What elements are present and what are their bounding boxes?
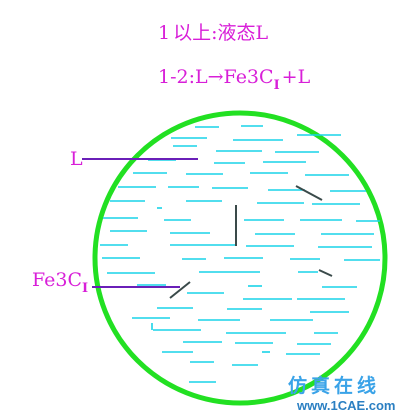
- label-fe3c-main: Fe3C: [32, 269, 82, 291]
- label-liquid: L: [70, 148, 83, 170]
- fe3c-crystal: [295, 185, 323, 201]
- fe3c-crystal: [169, 281, 191, 299]
- fe3c-crystals: [169, 185, 333, 299]
- title-line-1-text: 以上:液态L: [173, 22, 268, 44]
- watermark-chinese: 仿真在线: [288, 374, 380, 397]
- liquid-phase-lines: [100, 125, 380, 383]
- title-line-2-phase: Fe3C: [224, 66, 274, 88]
- label-fe3c: Fe3CI: [32, 269, 88, 296]
- title-line-2: 1-2:L→Fe3CI+L: [158, 66, 311, 93]
- grain-boundary-circle: [92, 110, 388, 406]
- arrow-icon: →: [208, 66, 224, 88]
- title-line-2-suffix: +L: [282, 66, 311, 88]
- fe3c-crystal: [318, 269, 333, 277]
- watermark-url: www.1CAE.com: [296, 398, 395, 413]
- title-line-2-prefix: 1-2:L: [158, 66, 208, 88]
- title-line-1-prefix: 1: [158, 22, 170, 44]
- title-line-2-subscript: I: [274, 78, 280, 93]
- label-fe3c-subscript: I: [82, 281, 88, 296]
